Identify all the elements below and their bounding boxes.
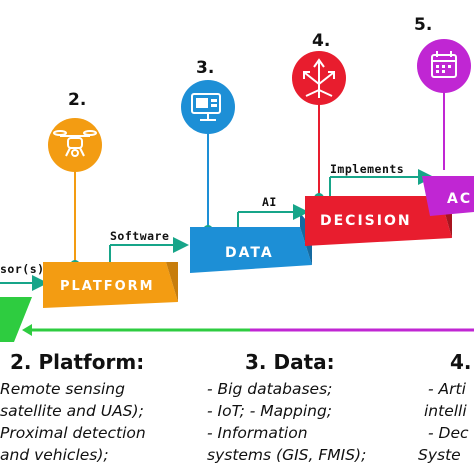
ai-arrow: AI	[237, 195, 309, 227]
ai-arrow-label: AI	[262, 195, 277, 209]
column-item: Syste	[418, 446, 461, 464]
column-item: - Big databases;	[207, 380, 332, 398]
platform-box	[43, 262, 178, 308]
data-box	[190, 227, 312, 273]
implements-arrow: Implements	[329, 162, 434, 196]
column-item: - Arti	[428, 380, 467, 398]
data-step: DATA 3.	[181, 58, 312, 273]
column-item: - Information	[207, 424, 308, 442]
action-step: AC 5.	[414, 15, 474, 216]
column-data: 3. Data: - Big databases; - IoT; - Mappi…	[207, 350, 366, 464]
column-item: - IoT; - Mapping;	[207, 402, 332, 420]
column-heading: 3. Data:	[245, 350, 335, 374]
decision-arrows-icon	[303, 58, 335, 98]
software-arrow: Software	[109, 229, 189, 262]
platform-step: 2. PLATFORM	[43, 90, 178, 308]
action-number: 5.	[414, 15, 432, 35]
data-box-label: DATA	[225, 245, 274, 261]
calendar-icon	[431, 51, 457, 78]
software-arrow-label: Software	[110, 229, 169, 243]
column-decision: 4. - Arti intelli - Dec Syste	[418, 350, 472, 464]
column-item: intelli	[424, 402, 467, 420]
decision-number: 4.	[312, 31, 330, 51]
column-item: and vehicles);	[0, 446, 109, 464]
sensor-arrow-label: sor(s)	[0, 262, 45, 276]
decision-box-label: DECISION	[320, 213, 412, 229]
column-item: Proximal detection	[0, 424, 146, 442]
sensor-box	[0, 297, 32, 342]
column-platform: 2. Platform: Remote sensing satellite an…	[0, 350, 146, 464]
column-heading: 4.	[450, 350, 472, 374]
platform-number: 2.	[68, 90, 86, 110]
decision-box	[305, 196, 452, 246]
action-box	[422, 176, 474, 216]
computer-icon	[191, 93, 221, 121]
column-item: systems (GIS, FMIS);	[207, 446, 366, 464]
data-number: 3.	[196, 58, 214, 78]
column-item: satellite and UAS);	[0, 402, 144, 420]
feedback-loop	[22, 324, 474, 336]
implements-arrow-label: Implements	[330, 162, 404, 176]
drone-icon	[53, 130, 97, 157]
action-box-label: AC	[447, 191, 472, 207]
column-heading: 2. Platform:	[10, 350, 144, 374]
column-item: Remote sensing	[0, 380, 125, 398]
column-item: - Dec	[428, 424, 469, 442]
platform-box-label: PLATFORM	[60, 279, 155, 294]
platform-icon-circle	[48, 118, 102, 172]
sensor-step: sor(s)	[0, 262, 48, 342]
